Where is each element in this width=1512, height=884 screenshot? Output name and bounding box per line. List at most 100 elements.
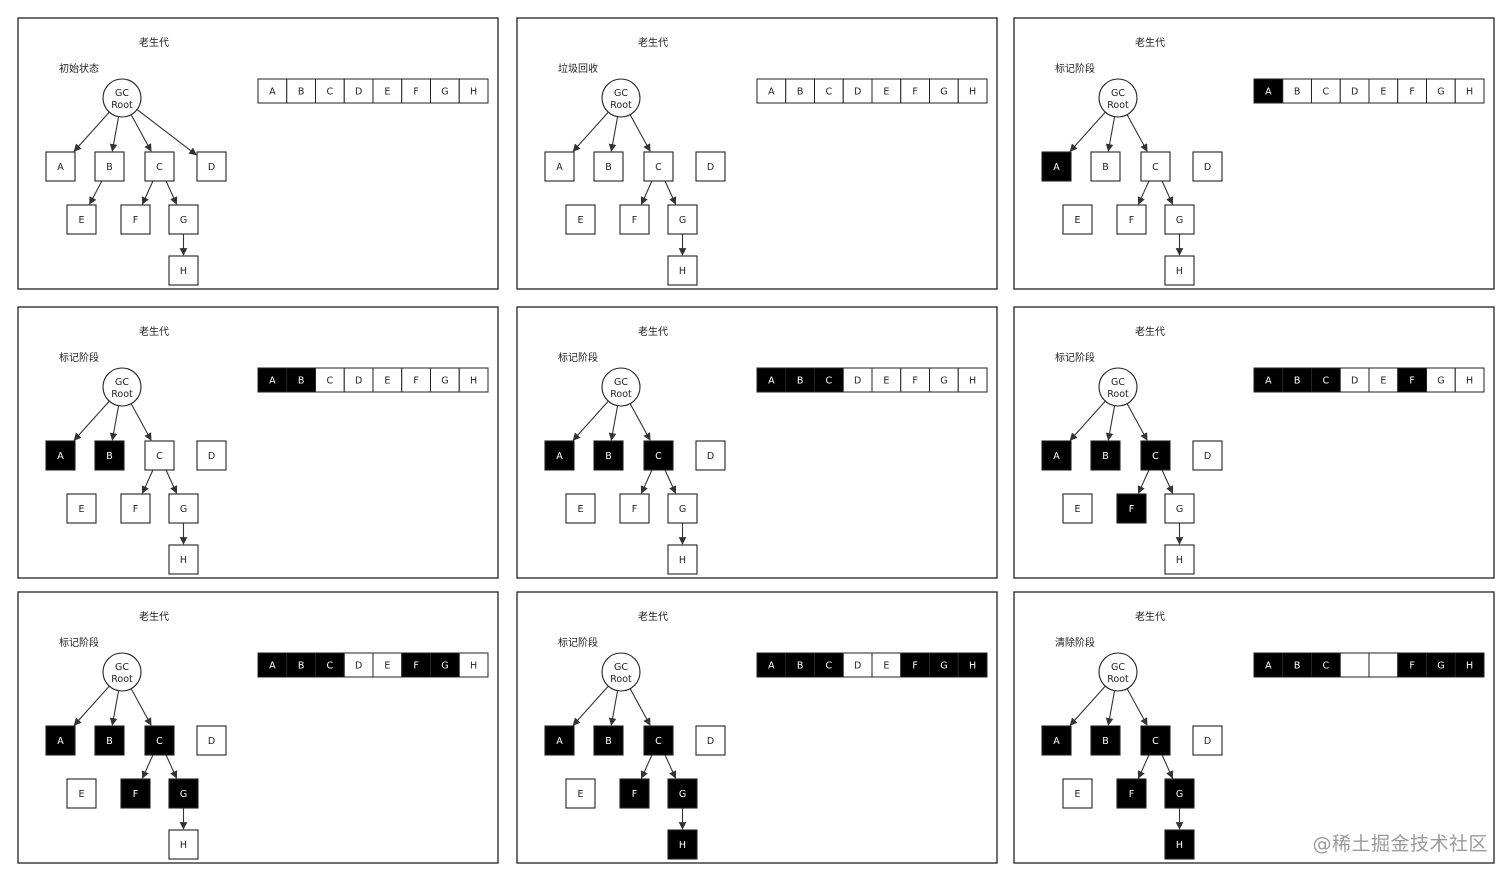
panel-frame bbox=[1013, 306, 1495, 579]
edge-C-G bbox=[1161, 469, 1174, 494]
memory-cell-label-G: G bbox=[441, 87, 448, 98]
memory-cell-E bbox=[1368, 652, 1399, 678]
node-E bbox=[66, 204, 97, 235]
node-A bbox=[45, 440, 76, 471]
memory-cell-E bbox=[372, 367, 403, 393]
gc-root-label: GC bbox=[614, 88, 628, 99]
memory-cell-label-A: A bbox=[269, 661, 276, 672]
node-G bbox=[667, 493, 698, 524]
phase-label: 初始状态 bbox=[59, 62, 99, 75]
memory-cell-D bbox=[842, 367, 873, 393]
memory-cell-label-H: H bbox=[1466, 87, 1473, 98]
node-B bbox=[1090, 440, 1121, 471]
memory-cell-H bbox=[458, 652, 489, 678]
memory-cell-label-D: D bbox=[854, 661, 861, 672]
memory-cell-label-E: E bbox=[883, 661, 889, 672]
memory-cell-label-D: D bbox=[854, 87, 861, 98]
node-label-H: H bbox=[180, 266, 187, 277]
edge-root-A bbox=[1069, 400, 1106, 441]
node-F bbox=[120, 493, 151, 524]
node-label-G: G bbox=[679, 504, 686, 515]
node-label-F: F bbox=[632, 215, 637, 226]
memory-cell-label-G: G bbox=[940, 87, 947, 98]
node-label-B: B bbox=[1102, 451, 1109, 462]
node-F bbox=[1116, 778, 1147, 809]
edge-C-G bbox=[165, 469, 178, 494]
phase-label: 标记阶段 bbox=[1055, 351, 1095, 364]
edge-root-B bbox=[1105, 690, 1116, 726]
node-label-A: A bbox=[556, 451, 563, 462]
node-label-F: F bbox=[133, 789, 138, 800]
node-label-G: G bbox=[1176, 215, 1183, 226]
node-G bbox=[667, 204, 698, 235]
node-label-B: B bbox=[1102, 162, 1109, 173]
gc-root-label: GC bbox=[115, 88, 129, 99]
memory-cell-C bbox=[814, 367, 844, 393]
memory-cell-label-D: D bbox=[355, 87, 362, 98]
memory-cell-label-G: G bbox=[940, 661, 947, 672]
memory-cell-label-F: F bbox=[1409, 376, 1414, 387]
node-E bbox=[565, 493, 596, 524]
memory-cell-D bbox=[1339, 78, 1370, 104]
node-C bbox=[1140, 440, 1171, 471]
node-F bbox=[1116, 204, 1147, 235]
panel-title: 老生代 bbox=[638, 325, 668, 338]
memory-cell-B bbox=[785, 78, 815, 104]
edge-root-C bbox=[130, 403, 152, 441]
node-F bbox=[120, 778, 151, 809]
edge-C-G bbox=[165, 754, 178, 779]
memory-cell-F bbox=[900, 652, 930, 678]
node-F bbox=[619, 778, 650, 809]
edge-root-C bbox=[130, 114, 152, 152]
gc-root-node bbox=[1098, 367, 1138, 407]
memory-cell-A bbox=[756, 367, 787, 393]
node-G bbox=[1164, 778, 1195, 809]
node-label-H: H bbox=[180, 840, 187, 851]
memory-cell-F bbox=[1397, 652, 1427, 678]
node-label-F: F bbox=[133, 504, 138, 515]
memory-cell-C bbox=[315, 652, 345, 678]
panel-title: 老生代 bbox=[139, 325, 169, 338]
edge-root-C bbox=[629, 403, 651, 441]
node-B bbox=[593, 725, 624, 756]
node-label-G: G bbox=[679, 789, 686, 800]
edge-root-A bbox=[73, 111, 110, 152]
node-C bbox=[144, 725, 175, 756]
edge-root-A bbox=[73, 400, 110, 441]
memory-cell-label-F: F bbox=[413, 376, 418, 387]
node-C bbox=[643, 440, 674, 471]
node-label-F: F bbox=[1129, 215, 1134, 226]
panel-title: 老生代 bbox=[139, 36, 169, 49]
node-label-H: H bbox=[679, 555, 686, 566]
memory-cell-label-H: H bbox=[969, 87, 976, 98]
panel-title: 老生代 bbox=[1135, 36, 1165, 49]
node-G bbox=[1164, 204, 1195, 235]
memory-cell-H bbox=[1454, 367, 1485, 393]
memory-cell-label-A: A bbox=[768, 661, 775, 672]
edge-C-G bbox=[165, 180, 178, 205]
memory-cell-label-E: E bbox=[1380, 376, 1386, 387]
node-label-C: C bbox=[1152, 451, 1159, 462]
memory-cell-label-C: C bbox=[1323, 87, 1330, 98]
memory-cell-label-E: E bbox=[1380, 87, 1386, 98]
node-D bbox=[196, 151, 227, 182]
panel-title: 老生代 bbox=[638, 36, 668, 49]
node-H bbox=[667, 829, 698, 860]
memory-cell-D bbox=[842, 652, 873, 678]
memory-cell-C bbox=[1311, 652, 1341, 678]
memory-cell-label-D: D bbox=[854, 376, 861, 387]
node-label-C: C bbox=[655, 451, 662, 462]
memory-cell-F bbox=[401, 367, 431, 393]
node-label-D: D bbox=[208, 451, 215, 462]
phase-label: 清除阶段 bbox=[1055, 636, 1095, 649]
edge-root-D bbox=[136, 109, 197, 156]
gc-root-node bbox=[1098, 652, 1138, 692]
gc-root-label: Root bbox=[610, 100, 632, 111]
memory-cell-G bbox=[430, 652, 460, 678]
node-E bbox=[565, 778, 596, 809]
node-label-H: H bbox=[1176, 555, 1183, 566]
memory-cell-label-B: B bbox=[298, 376, 305, 387]
